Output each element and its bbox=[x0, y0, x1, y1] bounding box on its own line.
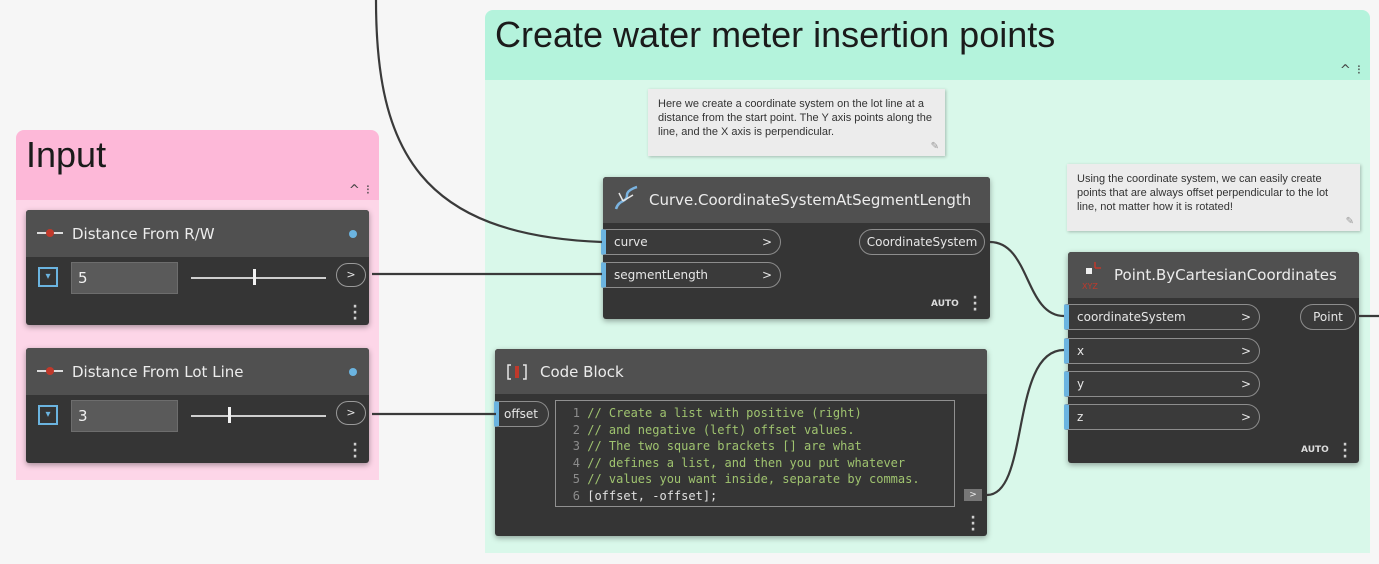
slider-thumb[interactable] bbox=[253, 269, 257, 285]
input-group-title: Input bbox=[26, 134, 107, 175]
output-port-coordinate-system[interactable]: CoordinateSystem bbox=[859, 229, 985, 255]
note-text: Here we create a coordinate system on th… bbox=[658, 98, 932, 138]
line-number: 3 bbox=[572, 439, 580, 453]
port-label: segmentLength bbox=[614, 268, 709, 282]
output-port[interactable]: > bbox=[336, 401, 366, 425]
chevron-right-icon: > bbox=[761, 268, 772, 282]
slider-icon bbox=[37, 229, 63, 237]
more-icon[interactable]: ··· bbox=[972, 290, 978, 318]
input-port-z[interactable]: z > bbox=[1064, 404, 1260, 430]
code-text: // and negative (left) offset values. bbox=[587, 422, 855, 437]
input-port-x[interactable]: x > bbox=[1064, 338, 1260, 364]
node-header[interactable]: Distance From R/W bbox=[26, 210, 369, 257]
chevron-right-icon: > bbox=[1240, 344, 1251, 358]
port-label: x bbox=[1077, 344, 1085, 358]
node-header[interactable]: Distance From Lot Line bbox=[26, 348, 369, 395]
port-label: CoordinateSystem bbox=[866, 235, 978, 249]
code-text: // The two square brackets [] are what bbox=[587, 439, 862, 453]
chevron-right-icon: > bbox=[1240, 377, 1251, 391]
node-title: Distance From Lot Line bbox=[72, 363, 244, 381]
port-label: y bbox=[1077, 377, 1085, 391]
status-dot bbox=[349, 230, 357, 238]
node-header[interactable]: Curve.CoordinateSystemAtSegmentLength bbox=[603, 177, 990, 223]
input-port-offset[interactable]: offset bbox=[494, 401, 549, 427]
line-number: 4 bbox=[572, 455, 580, 470]
code-line: 2 // and negative (left) offset values. bbox=[556, 422, 954, 439]
code-block-node[interactable]: Code Block offset 1 // Create a list wit… bbox=[494, 349, 987, 538]
node-header[interactable]: Code Block bbox=[495, 349, 987, 394]
pin-icon: ✎ bbox=[930, 141, 939, 152]
water-group-title: Create water meter insertion points bbox=[495, 14, 1056, 55]
note-text: Using the coordinate system, we can easi… bbox=[1077, 173, 1329, 213]
code-line: 1 // Create a list with positive (right) bbox=[556, 405, 954, 422]
node-title: Curve.CoordinateSystemAtSegmentLength bbox=[649, 191, 972, 209]
point-xyz-icon: XYZ bbox=[1082, 262, 1101, 290]
more-icon[interactable]: ··· bbox=[352, 437, 358, 465]
node-title: Code Block bbox=[540, 363, 624, 381]
lacing-label[interactable]: AUTO bbox=[931, 299, 959, 309]
slider-value-input[interactable]: 3 bbox=[71, 400, 178, 432]
output-port[interactable]: > bbox=[336, 263, 366, 287]
node-title: Point.ByCartesianCoordinates bbox=[1114, 266, 1337, 284]
slider-value-input[interactable]: 5 bbox=[71, 262, 178, 294]
curve-icon bbox=[614, 185, 638, 210]
chevron-right-icon: > bbox=[761, 235, 772, 249]
port-label: curve bbox=[614, 235, 648, 249]
code-line: 3 // The two square brackets [] are what bbox=[556, 438, 954, 455]
input-port-y[interactable]: y > bbox=[1064, 371, 1260, 397]
code-editor[interactable]: 1 // Create a list with positive (right)… bbox=[555, 400, 955, 507]
code-line: 6 [offset, -offset]; bbox=[556, 488, 954, 505]
node-header[interactable]: XYZ Point.ByCartesianCoordinates bbox=[1068, 252, 1359, 298]
port-label: coordinateSystem bbox=[1077, 310, 1186, 324]
number-slider-node-rw[interactable]: Distance From R/W ▾ 5 > ··· bbox=[26, 210, 369, 327]
line-number: 2 bbox=[572, 422, 580, 437]
input-port-curve[interactable]: curve > bbox=[601, 229, 781, 255]
line-number: 6 bbox=[572, 488, 580, 503]
code-text: // values you want inside, separate by c… bbox=[587, 472, 920, 486]
output-port[interactable]: > bbox=[964, 489, 982, 501]
code-text: // Create a list with positive (right) bbox=[587, 406, 862, 420]
port-label: Point bbox=[1313, 310, 1343, 324]
node-title: Distance From R/W bbox=[72, 225, 215, 243]
input-group-header[interactable]: Input ^ ⁝ bbox=[16, 130, 379, 200]
pin-icon: ✎ bbox=[1345, 216, 1354, 227]
code-text: [offset, -offset]; bbox=[587, 488, 718, 503]
port-label: z bbox=[1077, 410, 1084, 424]
collapse-icon[interactable]: ^ ⁝ bbox=[1339, 63, 1362, 78]
code-text: // defines a list, and then you put what… bbox=[587, 455, 906, 470]
coordinate-system-note[interactable]: Here we create a coordinate system on th… bbox=[648, 89, 945, 156]
output-port-point[interactable]: Point bbox=[1300, 304, 1356, 330]
point-node[interactable]: XYZ Point.ByCartesianCoordinates coordin… bbox=[1064, 252, 1359, 465]
slider-track[interactable] bbox=[191, 415, 326, 417]
chevron-right-icon: > bbox=[1240, 410, 1251, 424]
more-icon[interactable]: ··· bbox=[352, 299, 358, 327]
more-icon[interactable]: ··· bbox=[1342, 437, 1348, 465]
slider-icon bbox=[37, 367, 63, 375]
line-number: 5 bbox=[572, 472, 580, 486]
code-block-icon bbox=[507, 364, 527, 380]
collapse-icon[interactable]: ^ ⁝ bbox=[348, 183, 371, 198]
water-group-header[interactable]: Create water meter insertion points ^ ⁝ bbox=[485, 10, 1370, 80]
slider-thumb[interactable] bbox=[227, 407, 231, 423]
code-line: 4 // defines a list, and then you put wh… bbox=[556, 455, 954, 472]
offset-note[interactable]: Using the coordinate system, we can easi… bbox=[1067, 164, 1360, 231]
code-lines: 1 // Create a list with positive (right)… bbox=[556, 405, 954, 504]
input-port-coordinate-system[interactable]: coordinateSystem > bbox=[1064, 304, 1260, 330]
line-number: 1 bbox=[572, 406, 580, 420]
port-label: offset bbox=[504, 407, 538, 421]
slider-track[interactable] bbox=[191, 277, 326, 279]
xyz-label: XYZ bbox=[1082, 282, 1098, 290]
expand-icon[interactable]: ▾ bbox=[38, 405, 58, 425]
number-slider-node-lot-line[interactable]: Distance From Lot Line ▾ 3 > ··· bbox=[26, 348, 369, 465]
more-icon[interactable]: ··· bbox=[970, 510, 976, 538]
coordinate-system-node[interactable]: Curve.CoordinateSystemAtSegmentLength cu… bbox=[601, 177, 990, 319]
input-port-segment-length[interactable]: segmentLength > bbox=[601, 262, 781, 288]
status-dot bbox=[349, 368, 357, 376]
chevron-right-icon: > bbox=[1240, 310, 1251, 324]
lacing-label[interactable]: AUTO bbox=[1301, 445, 1329, 455]
code-line: 5 // values you want inside, separate by… bbox=[556, 471, 954, 488]
expand-icon[interactable]: ▾ bbox=[38, 267, 58, 287]
